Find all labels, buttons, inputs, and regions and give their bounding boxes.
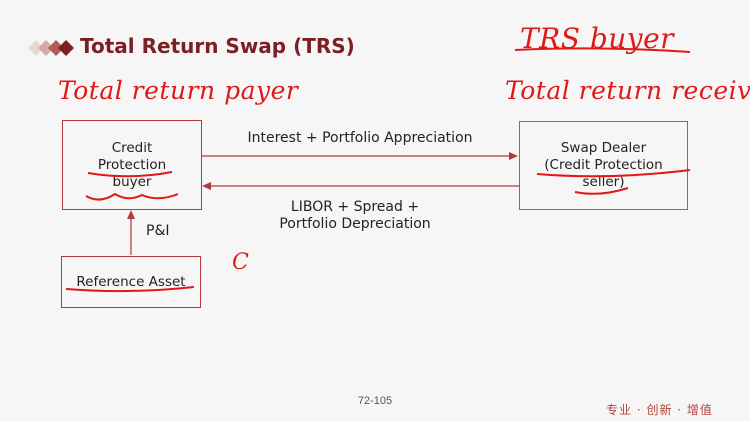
slide-title: Total Return Swap (TRS)	[80, 34, 355, 58]
dealer-box-line-3: seller)	[582, 174, 625, 190]
bottom-arrow-label-line-2: Portfolio Depreciation	[279, 216, 431, 232]
annotation-scribble: C	[232, 250, 250, 275]
reference-asset-label: Reference Asset	[76, 273, 186, 290]
dealer-box-line-2: (Credit Protection	[544, 157, 663, 173]
reference-asset-box: Reference Asset	[61, 256, 201, 308]
annotation-total-return-receiver: Total return receiver	[505, 76, 750, 105]
page-number: 72-105	[357, 395, 393, 407]
pi-label: P&I	[146, 223, 170, 239]
bottom-arrow-label: LIBOR + Spread + Portfolio Depreciation	[230, 199, 480, 233]
credit-box-line-2: Protection	[97, 156, 167, 173]
annotation-trs-buyer: TRS buyer	[520, 22, 675, 55]
credit-box-line-3: buyer	[112, 173, 152, 190]
brand-slogan: 专业 · 创新 · 增值	[606, 403, 713, 417]
credit-box-line-1: Credit	[111, 139, 153, 156]
title-diamonds-icon	[28, 40, 74, 56]
swap-dealer-box: Swap Dealer (Credit Protection seller)	[519, 121, 688, 210]
annotation-total-return-payer: Total return payer	[58, 76, 299, 105]
top-arrow-label: Interest + Portfolio Appreciation	[247, 130, 473, 146]
bottom-arrow-label-line-1: LIBOR + Spread +	[290, 199, 420, 215]
dealer-box-line-1: Swap Dealer	[560, 140, 647, 156]
